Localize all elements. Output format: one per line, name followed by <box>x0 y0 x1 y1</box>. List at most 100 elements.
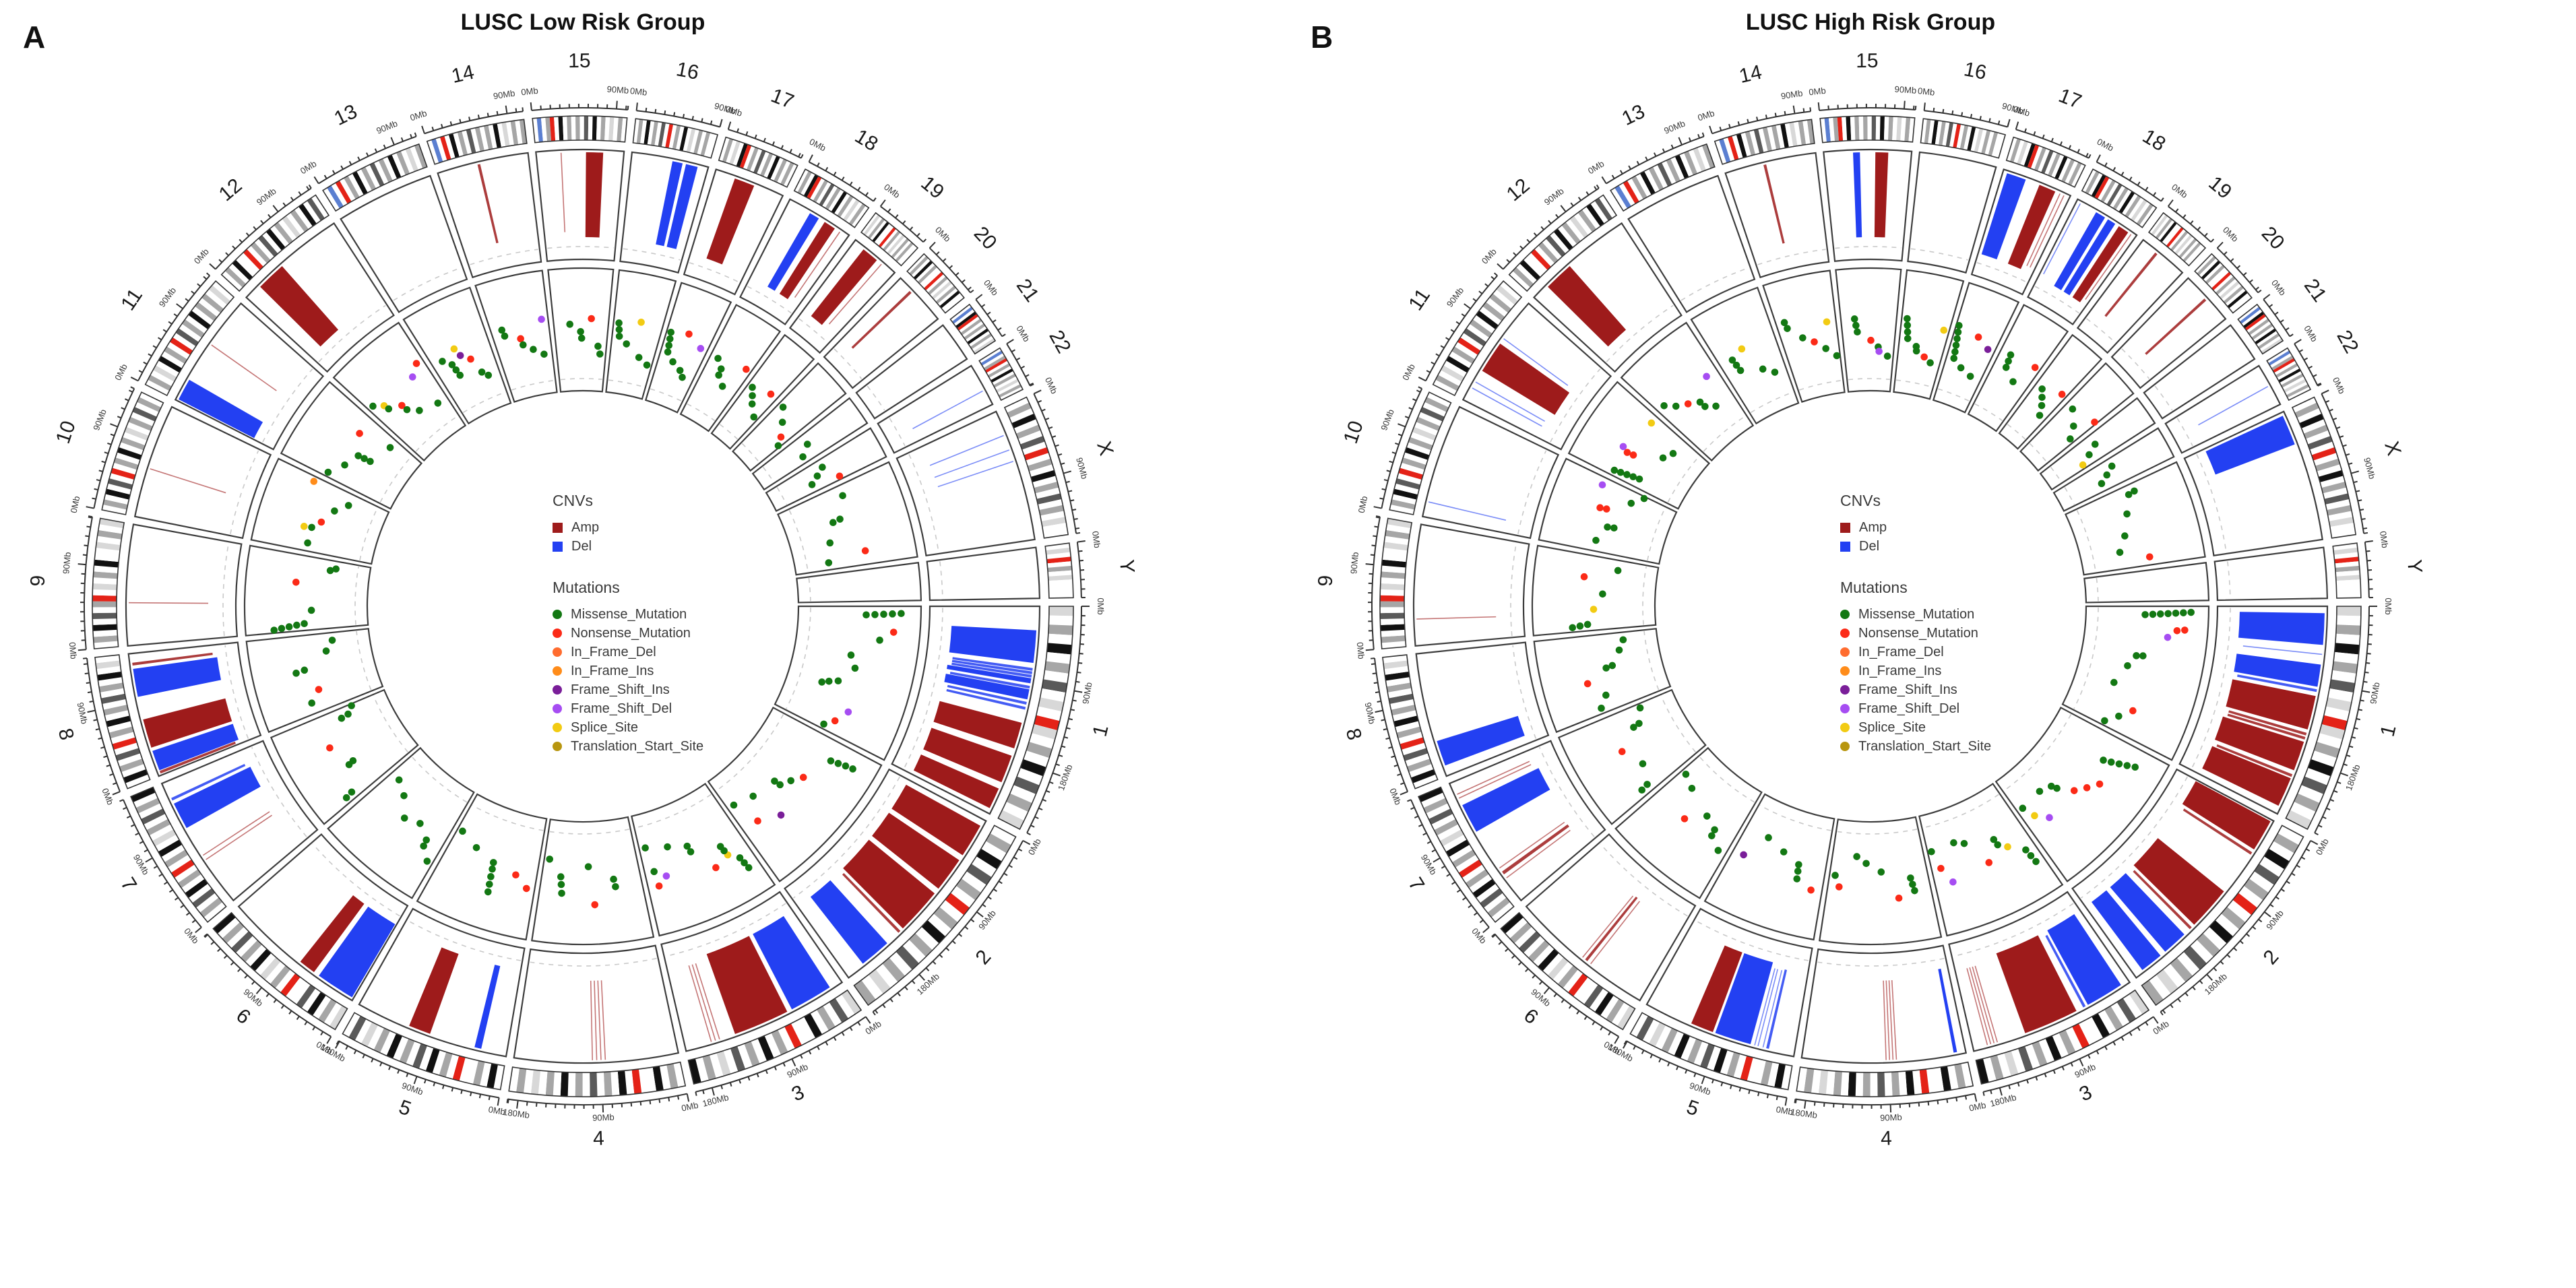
cytoband <box>2106 183 2123 207</box>
cytoband <box>1403 452 1428 465</box>
cytoband <box>1040 511 1065 521</box>
axis-tick <box>1583 1016 1588 1021</box>
cytoband <box>2321 715 2348 731</box>
cytoband <box>282 216 301 238</box>
mutation-dot-M <box>1638 786 1646 794</box>
cytoband <box>2309 441 2335 455</box>
axis-tick <box>104 451 108 455</box>
cytoband <box>1657 162 1672 187</box>
cytoband <box>135 798 160 814</box>
axis-tick <box>902 220 906 225</box>
axis-tick <box>1540 226 1544 230</box>
axis-tick <box>1418 377 1426 382</box>
cytoband <box>2219 281 2240 300</box>
axis-tick <box>987 896 992 900</box>
mutation-dot-M <box>749 792 757 800</box>
cytoband <box>872 221 889 243</box>
axis-tick <box>2274 311 2279 315</box>
cytoband <box>348 173 364 197</box>
cytoband <box>1594 197 1612 221</box>
cytoband <box>2172 232 2191 253</box>
cytoband <box>1048 579 1073 585</box>
cnv-bar-del <box>2237 674 2317 693</box>
cytoband <box>2280 371 2302 385</box>
cytoband <box>2334 643 2360 655</box>
mutation-dot-N <box>1895 894 1903 902</box>
axis-tick <box>1046 790 1050 793</box>
cytoband <box>1552 961 1573 984</box>
mutation-sector-chr22 <box>765 427 887 512</box>
mutation-dot-M <box>292 670 300 677</box>
chromosome-label-Y: Y <box>2403 558 2426 573</box>
mutation-dot-M <box>1604 523 1611 531</box>
cytoband <box>2331 670 2357 684</box>
axis-tick-label: 0Mb <box>882 182 902 200</box>
axis-tick <box>1526 238 1531 243</box>
cytoband <box>1747 1057 1760 1083</box>
mutation-dot-M <box>1659 454 1667 462</box>
mutation-dot-M <box>2141 611 2149 618</box>
cytoband <box>1767 126 1777 151</box>
mutation-dot-M <box>615 319 623 327</box>
axis-tick-label: 0Mb <box>629 86 648 98</box>
cnv-block-del <box>2091 890 2161 970</box>
axis-tick-label: 0Mb <box>1776 1104 1794 1117</box>
cytoband <box>126 422 151 436</box>
cytoband <box>1616 1005 1635 1030</box>
axis-tick <box>1365 649 1374 651</box>
cytoband <box>899 246 918 266</box>
axis-tick <box>320 1031 324 1036</box>
cnv-hairline-amp <box>2026 193 2061 267</box>
axis-tick-label: 0Mb <box>808 137 827 154</box>
cytoband <box>1940 1066 1951 1091</box>
cytoband <box>497 123 506 148</box>
cytoband <box>1437 824 1462 841</box>
axis-tick <box>89 700 94 703</box>
cytoband <box>2284 379 2307 393</box>
cytoband <box>448 133 460 158</box>
axis-arc-chr10 <box>93 388 135 509</box>
axis-tick <box>2017 1082 2020 1087</box>
cytoband <box>1443 834 1467 852</box>
axis-tick <box>2366 559 2371 562</box>
axis-tick <box>176 303 183 309</box>
axis-tick <box>993 888 997 892</box>
axis-tick <box>1491 933 1496 938</box>
axis-arc-chr4 <box>1795 1093 1975 1106</box>
mutation-dot-M <box>849 765 856 773</box>
mutation-baseline-dashed <box>415 415 458 452</box>
cytoband <box>1048 583 1073 590</box>
cytoband <box>270 225 290 248</box>
cytoband <box>104 710 130 721</box>
cytoband <box>192 888 216 908</box>
axis-tick <box>244 974 248 979</box>
chromosome-label-14: 14 <box>449 61 476 88</box>
cytoband <box>1046 552 1071 560</box>
cytoband <box>2038 148 2050 172</box>
cnv-hairline-amp <box>2030 195 2065 268</box>
cytoband <box>235 256 257 278</box>
cnv-hairline-del <box>929 434 1004 466</box>
mutation-dot-M <box>880 610 887 618</box>
cytoband <box>1472 878 1496 899</box>
chromosome-label-11: 11 <box>1404 285 1435 315</box>
cytoband <box>2324 493 2350 505</box>
axis-tick <box>253 226 257 230</box>
axis-arc-chr12 <box>1503 187 1600 270</box>
cnv-block-amp <box>706 178 755 265</box>
axis-tick <box>745 131 749 136</box>
axis-tick <box>1585 191 1590 196</box>
cnv-block-amp <box>891 784 981 856</box>
cytoband <box>1668 1031 1684 1056</box>
cnv-hairline-amp <box>1506 829 1571 878</box>
axis-tick <box>2286 880 2290 884</box>
mutation-dot-N <box>517 335 524 343</box>
cnv-baseline-dashed <box>867 385 885 411</box>
cytoband <box>1383 660 1408 670</box>
mutation-dot-N <box>1583 680 1592 688</box>
mutation-dot-N <box>889 629 898 636</box>
cytoband <box>1793 121 1802 146</box>
cnv-bar-amp <box>477 164 499 244</box>
cytoband <box>1642 1019 1660 1044</box>
mutation-dot-M <box>1682 771 1690 778</box>
